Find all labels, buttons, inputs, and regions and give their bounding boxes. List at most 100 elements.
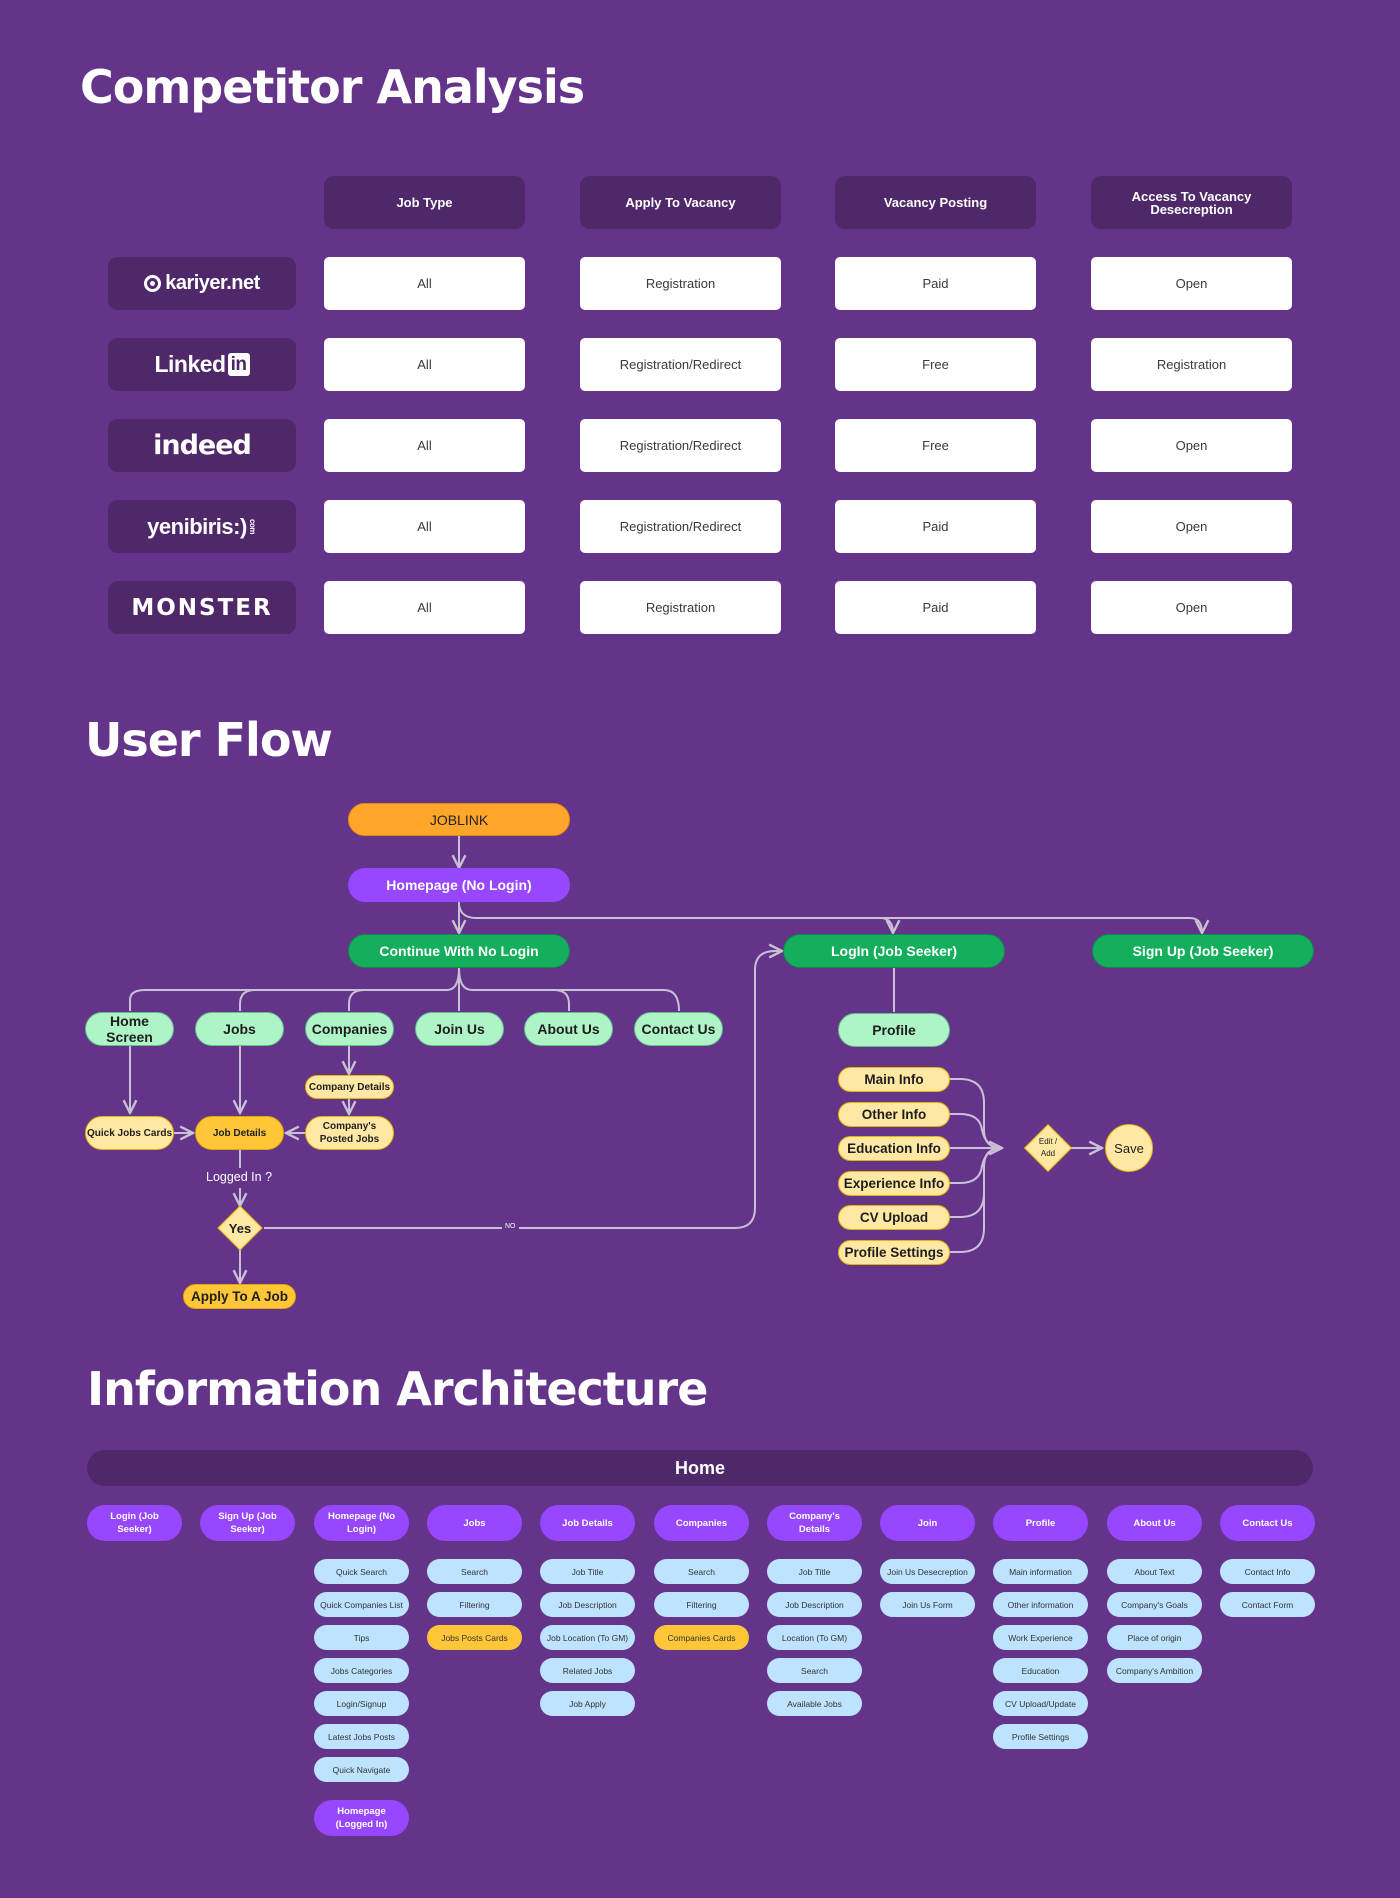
ia-page-node: Join	[880, 1505, 975, 1541]
ia-page-node: Homepage (No Login)	[314, 1505, 409, 1541]
flow-node-login-job-seeker: LogIn (Job Seeker)	[783, 934, 1005, 968]
brand-badge: in	[227, 353, 250, 376]
flow-node-profile-settings: Profile Settings	[838, 1240, 950, 1265]
flow-node-about-us: About Us	[524, 1012, 613, 1046]
flow-label-no: NO	[502, 1223, 519, 1230]
flow-node-save: Save	[1105, 1124, 1153, 1172]
ia-content-item: Filtering	[427, 1592, 522, 1617]
flow-node-quick-jobs-cards: Quick Jobs Cards	[85, 1116, 174, 1150]
competitor-cell: All	[324, 500, 525, 553]
connector-otherinfo	[948, 1113, 1003, 1149]
ia-sub-page-node: Homepage (Logged In)	[314, 1800, 409, 1836]
ia-page-node: Contact Us	[1220, 1505, 1315, 1541]
competitor-logo-indeed: indeed	[108, 419, 296, 472]
competitor-cell: Registration	[580, 581, 781, 634]
information-architecture-title: Information Architecture	[87, 1362, 708, 1416]
ia-content-item: Education	[993, 1658, 1088, 1683]
ia-page-node: About Us	[1107, 1505, 1202, 1541]
connector-homepage-right	[458, 904, 893, 933]
ia-column: Sign Up (Job Seeker)	[200, 1505, 295, 1541]
ia-content-item: Tips	[314, 1625, 409, 1650]
indeed-logo-icon: indeed	[153, 430, 252, 461]
brand-name: kariyer.net	[165, 272, 260, 294]
flow-node-cv-upload: CV Upload	[838, 1205, 950, 1230]
flow-node-continue-no-login: Continue With No Login	[348, 934, 570, 968]
ia-content-item: Profile Settings	[993, 1724, 1088, 1749]
ia-content-item: Join Us Desecreption	[880, 1559, 975, 1584]
ia-content-item: About Text	[1107, 1559, 1202, 1584]
competitor-cell: All	[324, 338, 525, 391]
ia-content-item: Place of origin	[1107, 1625, 1202, 1650]
ia-content-item: Quick Companies List	[314, 1592, 409, 1617]
ia-content-item: Login/Signup	[314, 1691, 409, 1716]
flow-node-other-info: Other Info	[838, 1102, 950, 1127]
connector-maininfo	[948, 1078, 1003, 1149]
yenibiris-logo-icon: yenibiris:)com	[147, 514, 257, 540]
competitor-cell: Open	[1091, 500, 1292, 553]
ia-page-node: Jobs	[427, 1505, 522, 1541]
ia-page-node: Sign Up (Job Seeker)	[200, 1505, 295, 1541]
ia-content-item: Contact Form	[1220, 1592, 1315, 1617]
brand-suffix: com	[247, 519, 257, 534]
flow-node-contact-us: Contact Us	[634, 1012, 723, 1046]
ia-content-item: Search	[767, 1658, 862, 1683]
ia-content-item: Contact Info	[1220, 1559, 1315, 1584]
ia-content-item: Quick Navigate	[314, 1757, 409, 1782]
competitor-analysis-title: Competitor Analysis	[80, 60, 585, 114]
competitor-cell: Free	[835, 419, 1036, 472]
flow-decision-yes: Yes	[228, 1220, 252, 1236]
ia-page-node: Login (Job Seeker)	[87, 1505, 182, 1541]
competitor-cell: Registration/Redirect	[580, 500, 781, 553]
ia-content-item: Job Description	[767, 1592, 862, 1617]
connector-to-signup	[880, 917, 1202, 933]
competitor-logo-yenibiris: yenibiris:)com	[108, 500, 296, 553]
ia-content-item: Available Jobs	[767, 1691, 862, 1716]
brand-name: yenibiris:)	[147, 513, 247, 539]
connector-branch-right	[458, 967, 680, 1012]
flow-node-home-screen: Home Screen	[85, 1012, 174, 1046]
connector-experienceinfo	[948, 1147, 1003, 1184]
competitor-cell: Registration/Redirect	[580, 419, 781, 472]
ia-content-item: Join Us Form	[880, 1592, 975, 1617]
competitor-cell: Open	[1091, 419, 1292, 472]
connector-cvupload	[948, 1147, 1003, 1218]
competitor-cell: All	[324, 419, 525, 472]
ia-content-item: Search	[427, 1559, 522, 1584]
competitor-logo-monster: MONSTER	[108, 581, 296, 634]
column-header-vacancy-posting: Vacancy Posting	[835, 176, 1036, 229]
competitor-cell: Open	[1091, 257, 1292, 310]
competitor-cell: Free	[835, 338, 1036, 391]
ia-content-item: Location (To GM)	[767, 1625, 862, 1650]
competitor-cell: All	[324, 581, 525, 634]
ia-content-item: Job Description	[540, 1592, 635, 1617]
connector-continue-branch	[129, 967, 460, 1011]
flow-node-experience-info: Experience Info	[838, 1171, 950, 1196]
flow-node-jobs: Jobs	[195, 1012, 284, 1046]
flow-node-job-details: Job Details	[195, 1116, 284, 1150]
flow-node-homepage-no-login: Homepage (No Login)	[348, 868, 570, 902]
competitor-cell: Open	[1091, 581, 1292, 634]
user-flow-title: User Flow	[85, 713, 333, 767]
competitor-logo-kariyer: kariyer.net	[108, 257, 296, 310]
flow-node-signup-job-seeker: Sign Up (Job Seeker)	[1092, 934, 1314, 968]
ia-content-item: Quick Search	[314, 1559, 409, 1584]
ia-content-item: Jobs Categories	[314, 1658, 409, 1683]
flow-node-company-details: Company Details	[305, 1075, 394, 1099]
flow-node-profile: Profile	[838, 1013, 950, 1047]
competitor-cell: Paid	[835, 581, 1036, 634]
flow-node-companys-posted-jobs: Company's Posted Jobs	[305, 1116, 394, 1150]
competitor-cell: Registration	[1091, 338, 1292, 391]
ia-content-item: Filtering	[654, 1592, 749, 1617]
